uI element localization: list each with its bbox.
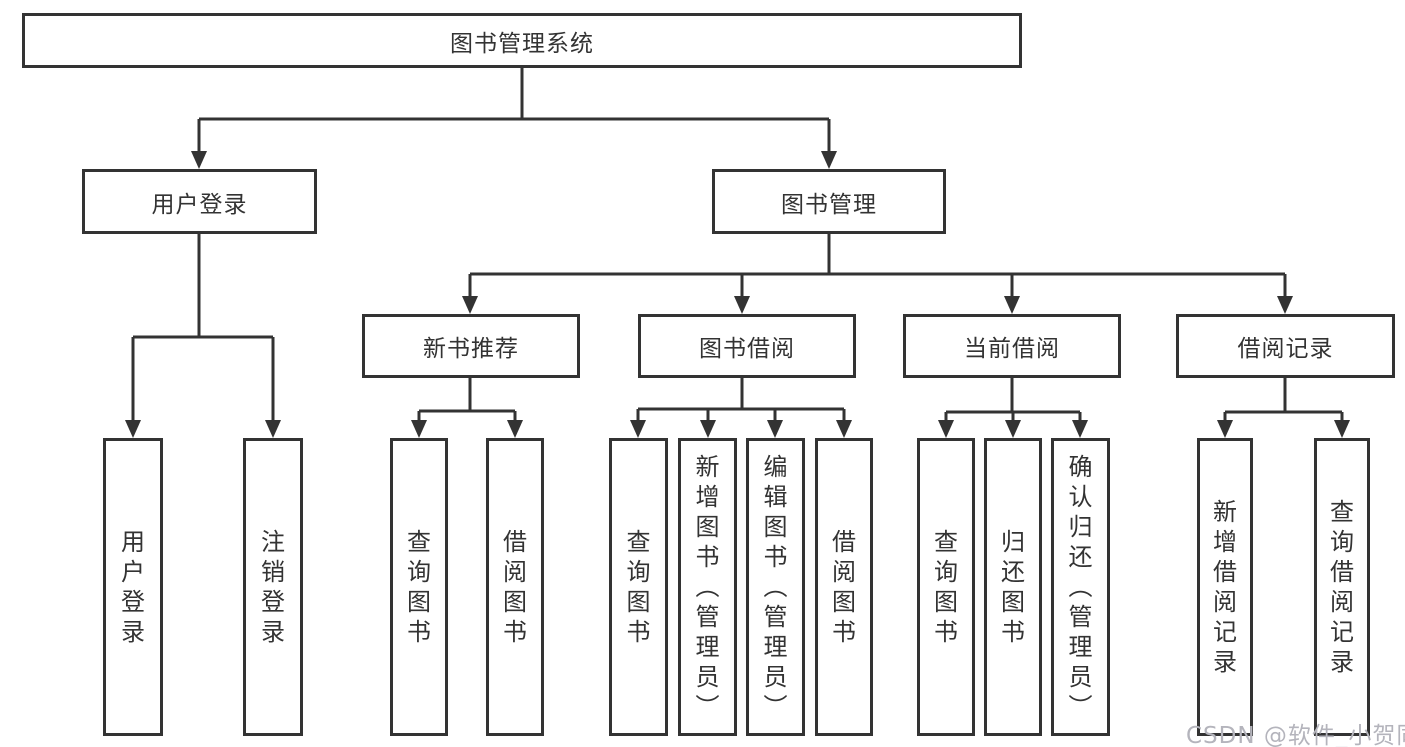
node-label: 用户登录 [121, 528, 145, 646]
arrowhead-down-icon [1217, 420, 1233, 438]
node-label: 确认归还︵管理员︶ [1068, 453, 1093, 721]
leaf-query-borrow-record: 查询借阅记录 [1314, 438, 1370, 736]
node-new-book-recommendation: 新书推荐 [362, 314, 580, 378]
node-book-management: 图书管理 [712, 169, 946, 234]
arrowhead-down-icon [1072, 420, 1088, 438]
arrowhead-down-icon [938, 420, 954, 438]
node-label: 查询图书 [407, 528, 431, 646]
node-label: 查询借阅记录 [1330, 498, 1354, 676]
leaf-user-login: 用户登录 [103, 438, 163, 736]
arrowhead-down-icon [462, 296, 478, 314]
node-label: 编辑图书︵管理员︶ [763, 453, 788, 721]
node-label: 借阅图书 [832, 528, 856, 646]
node-label: 用户登录 [151, 191, 248, 218]
leaf-add-borrow-record: 新增借阅记录 [1197, 438, 1253, 736]
arrowhead-down-icon [265, 420, 281, 438]
node-label: 归还图书 [1001, 528, 1025, 646]
leaf-query-books-recommend: 查询图书 [390, 438, 448, 736]
node-user-login: 用户登录 [82, 169, 317, 234]
node-label: 图书管理 [781, 191, 877, 218]
arrowhead-down-icon [821, 151, 837, 169]
leaf-edit-book-admin: 编辑图书︵管理员︶ [746, 438, 805, 736]
arrowhead-down-icon [1004, 296, 1020, 314]
leaf-add-book-admin: 新增图书︵管理员︶ [678, 438, 737, 736]
arrowhead-down-icon [411, 420, 427, 438]
arrowhead-down-icon [1277, 296, 1293, 314]
leaf-borrow-books-borrow: 借阅图书 [815, 438, 873, 736]
node-label: 图书借阅 [699, 336, 795, 362]
node-book-borrowing: 图书借阅 [638, 314, 856, 378]
node-label: 查询图书 [934, 528, 958, 646]
csdn-watermark: CSDN @软件_小贺同学 [1186, 723, 1405, 747]
node-label: 查询图书 [626, 528, 651, 646]
node-label: 借阅记录 [1237, 336, 1334, 362]
node-label: 借阅图书 [503, 528, 527, 646]
arrowhead-down-icon [700, 420, 716, 438]
arrowhead-down-icon [734, 296, 750, 314]
leaf-query-books-current: 查询图书 [917, 438, 975, 736]
connector-path [131, 68, 1344, 424]
node-label: 当前借阅 [964, 336, 1060, 362]
arrowhead-down-icon [836, 420, 852, 438]
arrowhead-down-icon [630, 420, 646, 438]
node-label: 新书推荐 [423, 336, 519, 362]
arrowhead-down-icon [507, 420, 523, 438]
leaf-confirm-return-admin: 确认归还︵管理员︶ [1051, 438, 1110, 736]
arrowhead-down-icon [767, 420, 783, 438]
node-label: 图书管理系统 [450, 30, 594, 57]
arrowhead-down-icon [125, 420, 141, 438]
node-label: 新增借阅记录 [1213, 498, 1237, 676]
leaf-logout: 注销登录 [243, 438, 303, 736]
node-label: 注销登录 [261, 528, 285, 646]
leaf-query-books-borrow: 查询图书 [609, 438, 668, 736]
arrowhead-down-icon [191, 151, 207, 169]
node-current-borrowing: 当前借阅 [903, 314, 1121, 378]
leaf-return-book: 归还图书 [984, 438, 1042, 736]
arrowhead-down-icon [1334, 420, 1350, 438]
leaf-borrow-books-recommend: 借阅图书 [486, 438, 544, 736]
node-label: 新增图书︵管理员︶ [695, 453, 720, 721]
arrowhead-down-icon [1005, 420, 1021, 438]
node-borrowing-records: 借阅记录 [1176, 314, 1395, 378]
node-library-management-system: 图书管理系统 [22, 13, 1022, 68]
